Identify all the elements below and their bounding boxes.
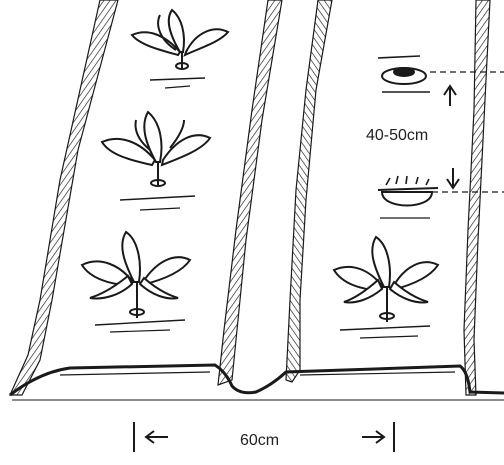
plant-2 (102, 112, 210, 210)
ridge-center-left-side (218, 0, 282, 385)
row-width-label: 60cm (240, 432, 279, 449)
plant-3 (82, 232, 190, 332)
arrow-up-icon (444, 86, 456, 106)
ridge-far-left (10, 0, 118, 395)
plant-4 (334, 237, 438, 338)
spacing-label: 40-50cm (366, 127, 428, 144)
planting-hole-1 (378, 56, 430, 92)
spacing-dimension (430, 72, 504, 192)
ridge-center-right-side (286, 0, 332, 382)
planting-hole-2 (378, 176, 438, 218)
arrow-down-icon (447, 168, 459, 188)
left-bracket-arrow-icon (134, 422, 168, 452)
bed-bottom-edges (10, 365, 504, 400)
plant-1 (132, 10, 228, 88)
right-bracket-arrow-icon (362, 422, 394, 452)
ridge-far-right (464, 0, 490, 395)
